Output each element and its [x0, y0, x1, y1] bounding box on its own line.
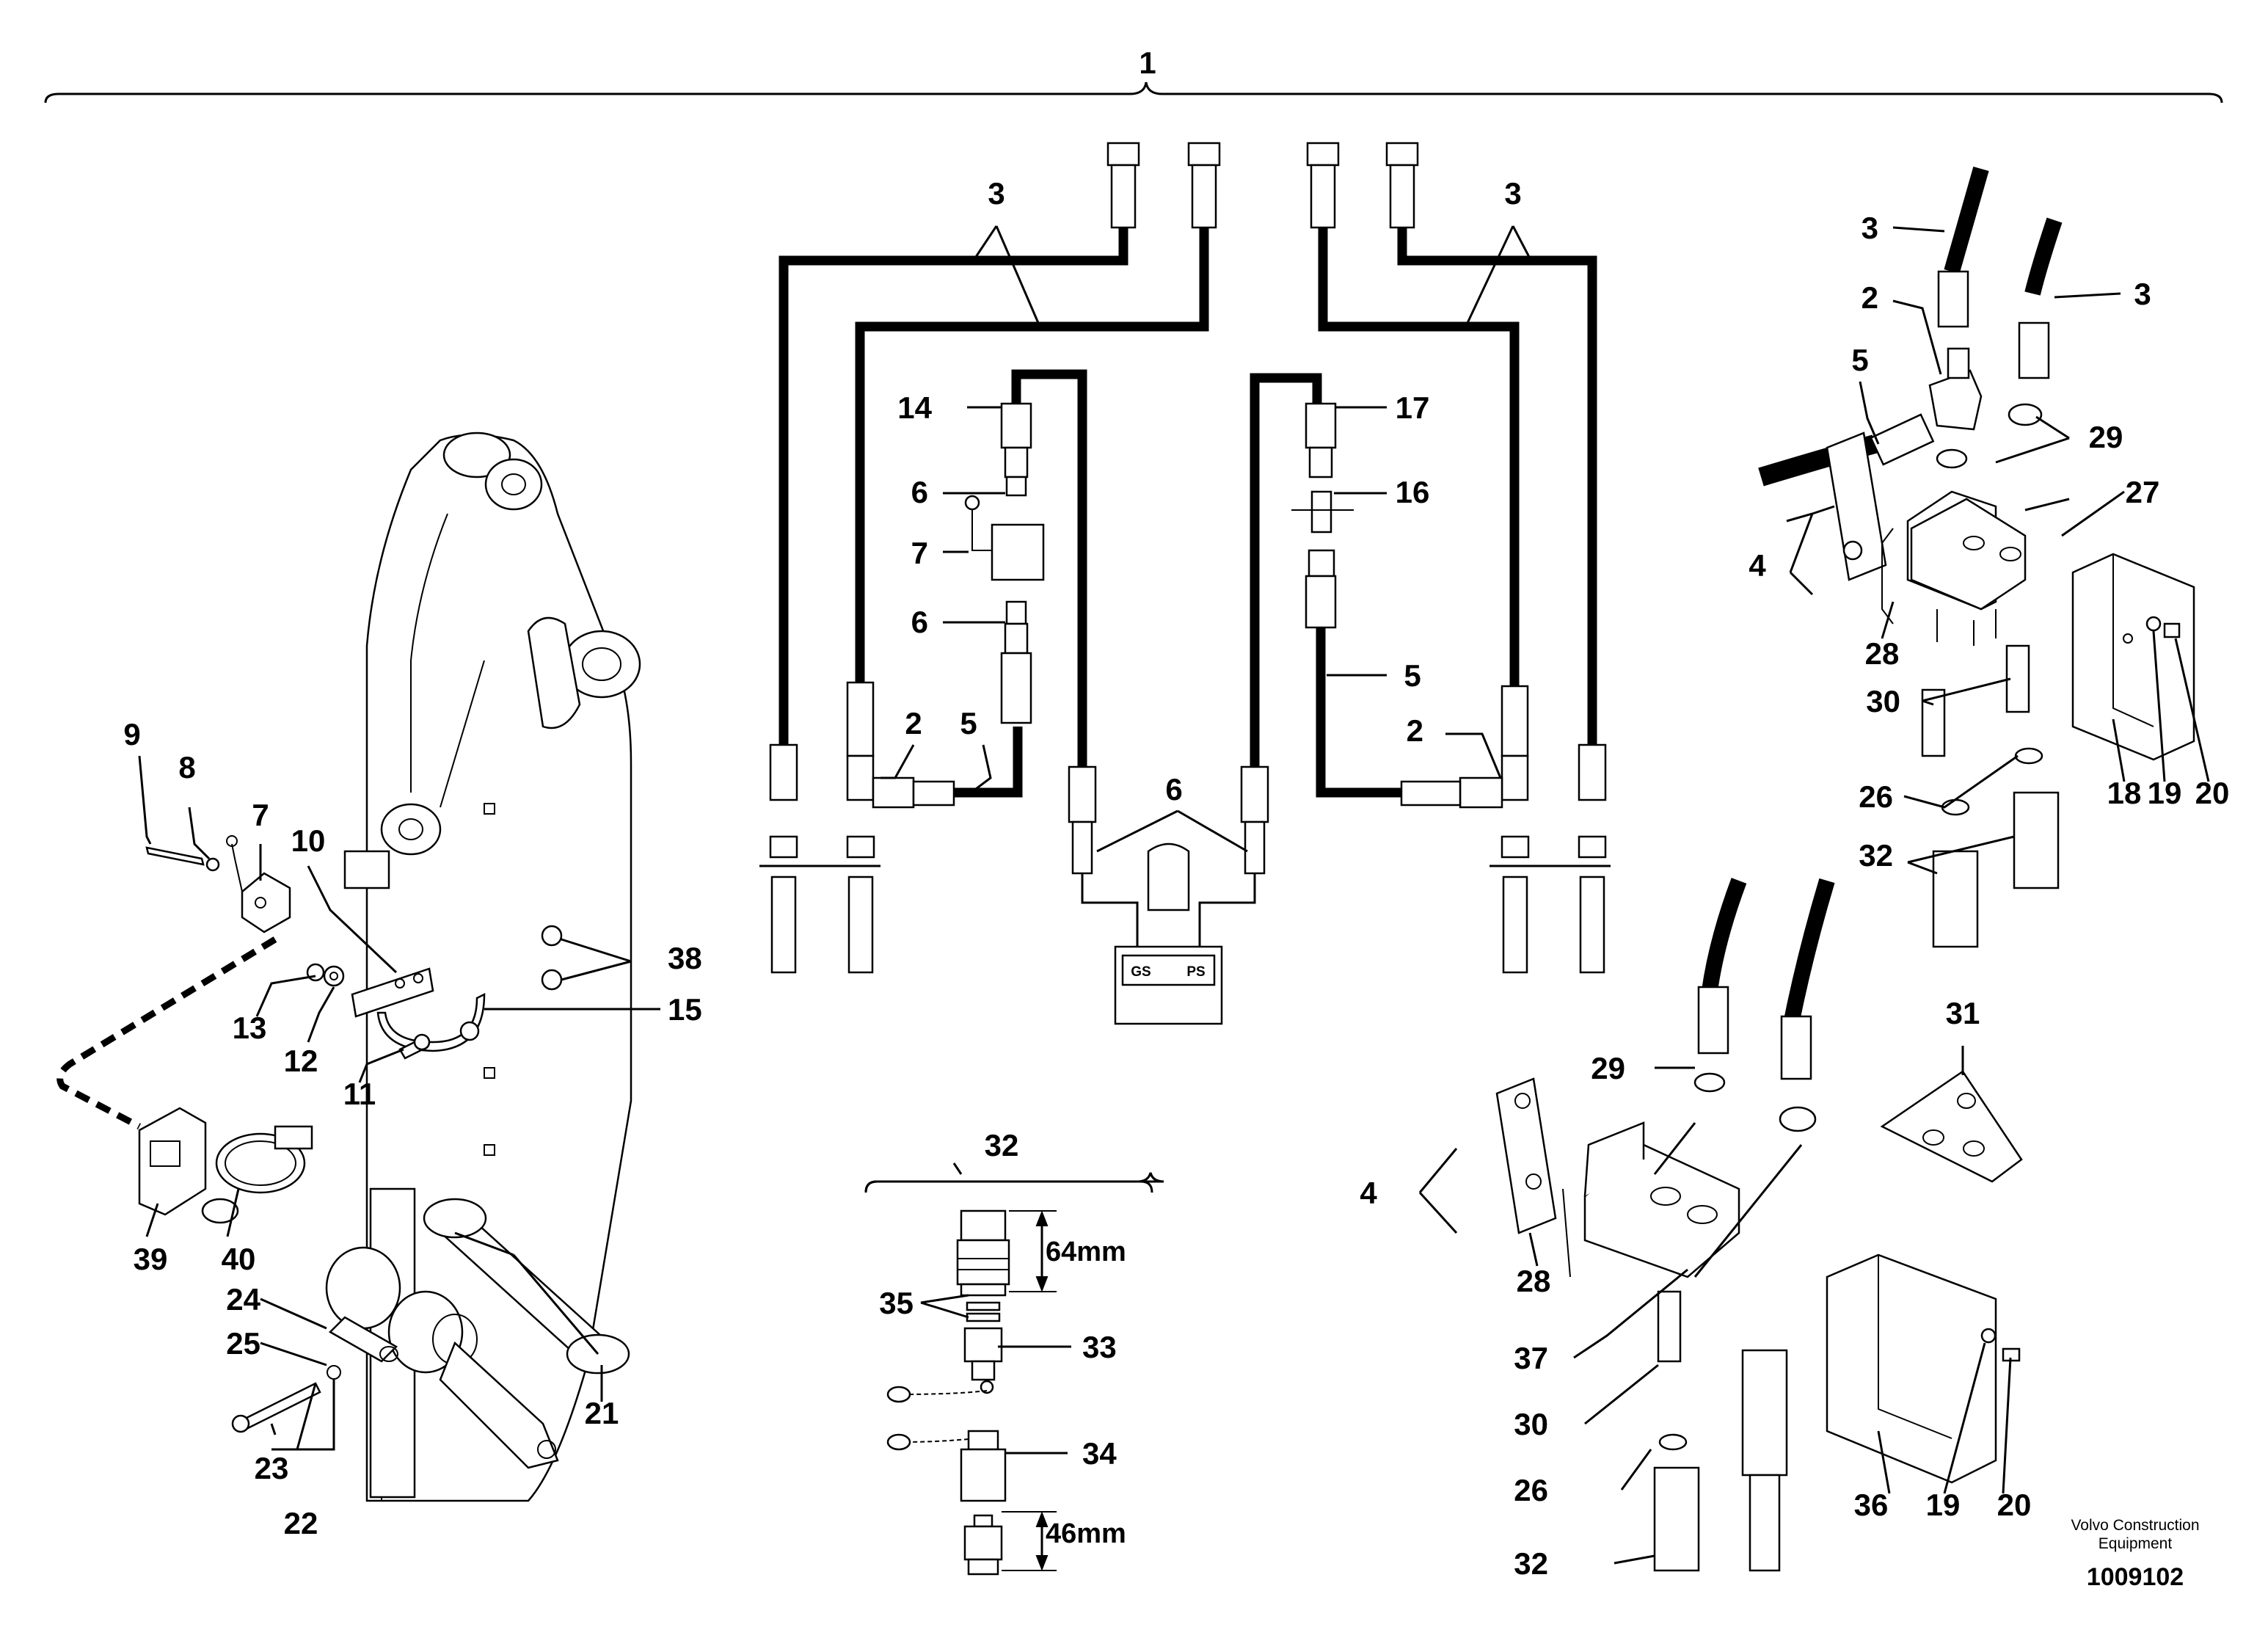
callout-35: 35	[879, 1286, 914, 1320]
port-label-gs: GS	[1131, 964, 1151, 980]
callout-34: 34	[1082, 1436, 1117, 1471]
top-fittings	[1106, 142, 1419, 229]
company-name-line1: Volvo Construction	[2071, 1517, 2199, 1534]
callout-2: 2	[1862, 280, 1878, 315]
callout-32: 32	[1859, 838, 1893, 873]
callout-12: 12	[284, 1044, 318, 1078]
callout-20: 20	[2195, 776, 2230, 810]
company-name-line2: Equipment	[2099, 1535, 2173, 1552]
hose-schematic	[759, 142, 1611, 1025]
callout-18: 18	[2107, 776, 2142, 810]
callout-4: 4	[1749, 548, 1766, 583]
callout-2: 2	[905, 706, 922, 740]
callout-16: 16	[1396, 475, 1430, 509]
callout-24: 24	[226, 1282, 260, 1317]
callout-28: 28	[1517, 1264, 1551, 1298]
callout-4: 4	[1360, 1176, 1377, 1210]
assembly-brace	[44, 81, 2223, 103]
callout-6: 6	[911, 605, 928, 639]
callout-10: 10	[291, 823, 326, 858]
callout-6: 6	[911, 475, 928, 509]
callout-31: 31	[1946, 996, 1980, 1030]
callout-32: 32	[1514, 1546, 1548, 1581]
callout-25: 25	[226, 1326, 260, 1361]
callout-3: 3	[988, 176, 1004, 211]
callout-6: 6	[1165, 772, 1182, 807]
callout-39: 39	[134, 1242, 168, 1276]
callout-5: 5	[1404, 658, 1421, 693]
callout-22: 22	[284, 1506, 318, 1540]
callout-9: 9	[123, 717, 140, 751]
callout-5: 5	[1851, 343, 1868, 377]
drawing-number: 1009102	[2087, 1563, 2184, 1591]
callout-20: 20	[1997, 1488, 2032, 1522]
callout-labels: 1 3 3 3 3 2 5 29 27 4 28 30 26 32 18 19 …	[123, 46, 2229, 1581]
callout-33: 33	[1082, 1330, 1117, 1364]
callout-19: 19	[1926, 1488, 1961, 1522]
callout-36: 36	[1854, 1488, 1889, 1522]
callout-3: 3	[2134, 277, 2151, 311]
lower-right-assembly	[1495, 878, 2023, 1572]
callout-29: 29	[1591, 1051, 1625, 1085]
callout-19: 19	[2148, 776, 2182, 810]
callout-13: 13	[233, 1011, 267, 1045]
callout-40: 40	[222, 1242, 256, 1276]
dimension-plug: 46mm	[1046, 1518, 1126, 1549]
callout-29: 29	[2089, 420, 2123, 454]
callout-28: 28	[1865, 636, 1900, 671]
callout-38: 38	[668, 941, 702, 975]
callout-7: 7	[252, 798, 269, 832]
callout-30: 30	[1514, 1407, 1548, 1441]
callout-8: 8	[178, 750, 195, 785]
callout-23: 23	[255, 1451, 289, 1485]
callout-5: 5	[960, 706, 977, 740]
callout-3: 3	[1862, 211, 1878, 245]
boom-arm	[231, 432, 641, 1502]
leader-lines	[138, 225, 2210, 1565]
dimension-coupler: 64mm	[1046, 1237, 1126, 1267]
callout-17: 17	[1396, 390, 1430, 425]
callout-26: 26	[1514, 1473, 1548, 1507]
callout-32: 32	[985, 1128, 1019, 1162]
callout-37: 37	[1514, 1341, 1548, 1375]
callout-15: 15	[668, 992, 702, 1027]
callout-2: 2	[1407, 713, 1423, 748]
port-label-ps: PS	[1186, 964, 1205, 980]
coupler-detail	[864, 1172, 1164, 1576]
callout-3: 3	[1504, 176, 1521, 211]
callout-21: 21	[585, 1396, 619, 1430]
callout-1: 1	[1139, 46, 1156, 80]
callout-14: 14	[897, 390, 932, 425]
callout-26: 26	[1859, 779, 1893, 814]
callout-27: 27	[2126, 475, 2160, 509]
callout-7: 7	[911, 536, 928, 570]
port-block	[1114, 842, 1223, 1025]
upper-right-assembly	[1758, 166, 2195, 948]
callout-11: 11	[343, 1077, 376, 1111]
callout-30: 30	[1866, 684, 1900, 718]
valve-bracket-group	[56, 835, 486, 1224]
